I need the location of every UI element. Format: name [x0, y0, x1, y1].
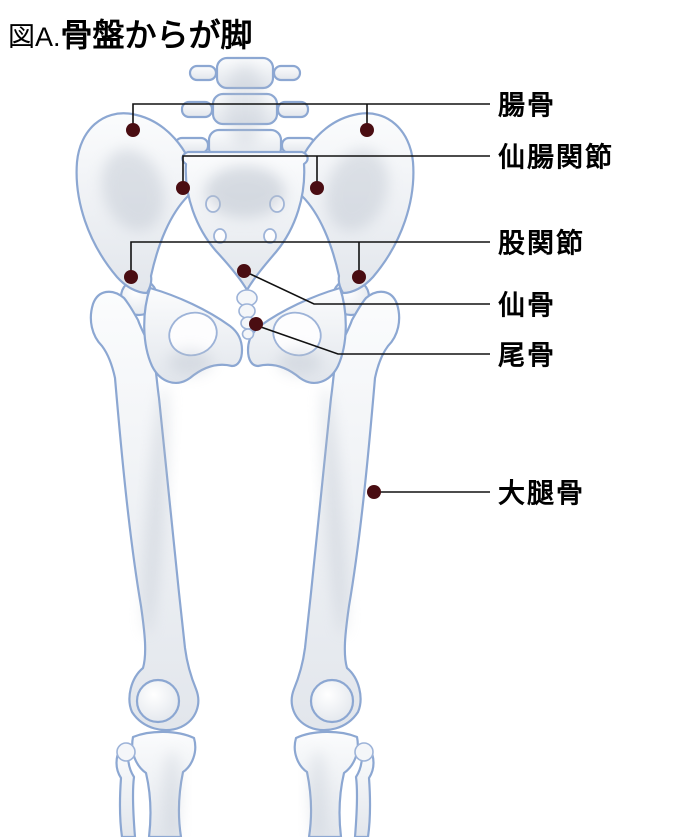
- knees: [135, 678, 355, 724]
- label-ilium: 腸骨: [498, 90, 556, 121]
- marker-femur: [367, 485, 381, 499]
- marker-ilium-left: [126, 123, 140, 137]
- left-fibula-head: [116, 742, 136, 762]
- coccyx-segment: [241, 328, 255, 340]
- figure-title-prefix: 図A.: [8, 22, 61, 52]
- left-patella: [135, 678, 181, 724]
- marker-sacrum: [237, 264, 251, 278]
- lower-legs: [115, 730, 375, 837]
- leader-sacroiliac: [182, 155, 490, 186]
- vertebra-process: [272, 64, 302, 82]
- marker-sacroiliac-right: [310, 181, 324, 195]
- label-hip-joint: 股関節: [498, 228, 585, 259]
- figure-title-main: 骨盤からが脚: [60, 17, 253, 53]
- label-femur: 大腿骨: [498, 478, 585, 509]
- right-patella: [309, 678, 355, 724]
- femurs: [89, 277, 401, 732]
- marker-hip-left: [124, 270, 138, 284]
- sacral-foramen: [263, 228, 277, 244]
- leader-lines: [130, 103, 490, 493]
- leader-ilium: [132, 103, 490, 128]
- marker-sacroiliac-left: [176, 181, 190, 195]
- coccyx-segment: [238, 303, 256, 319]
- anatomy-markers: [124, 123, 381, 499]
- marker-ilium-right: [360, 123, 374, 137]
- leader-hip: [130, 241, 490, 274]
- figure-title: 図A. 骨盤からが脚: [8, 10, 253, 56]
- bone-shading: [101, 63, 389, 837]
- sacral-foramen: [213, 228, 227, 244]
- vertebra-process: [188, 64, 218, 82]
- marker-coccyx: [249, 317, 263, 331]
- label-sacrum: 仙骨: [498, 290, 556, 321]
- right-fibula-head: [354, 742, 374, 762]
- label-coccyx: 尾骨: [498, 340, 556, 371]
- leader-sacrum: [245, 271, 490, 305]
- leader-coccyx: [257, 325, 490, 355]
- marker-hip-right: [352, 270, 366, 284]
- label-sacroiliac-joint: 仙腸関節: [498, 142, 614, 173]
